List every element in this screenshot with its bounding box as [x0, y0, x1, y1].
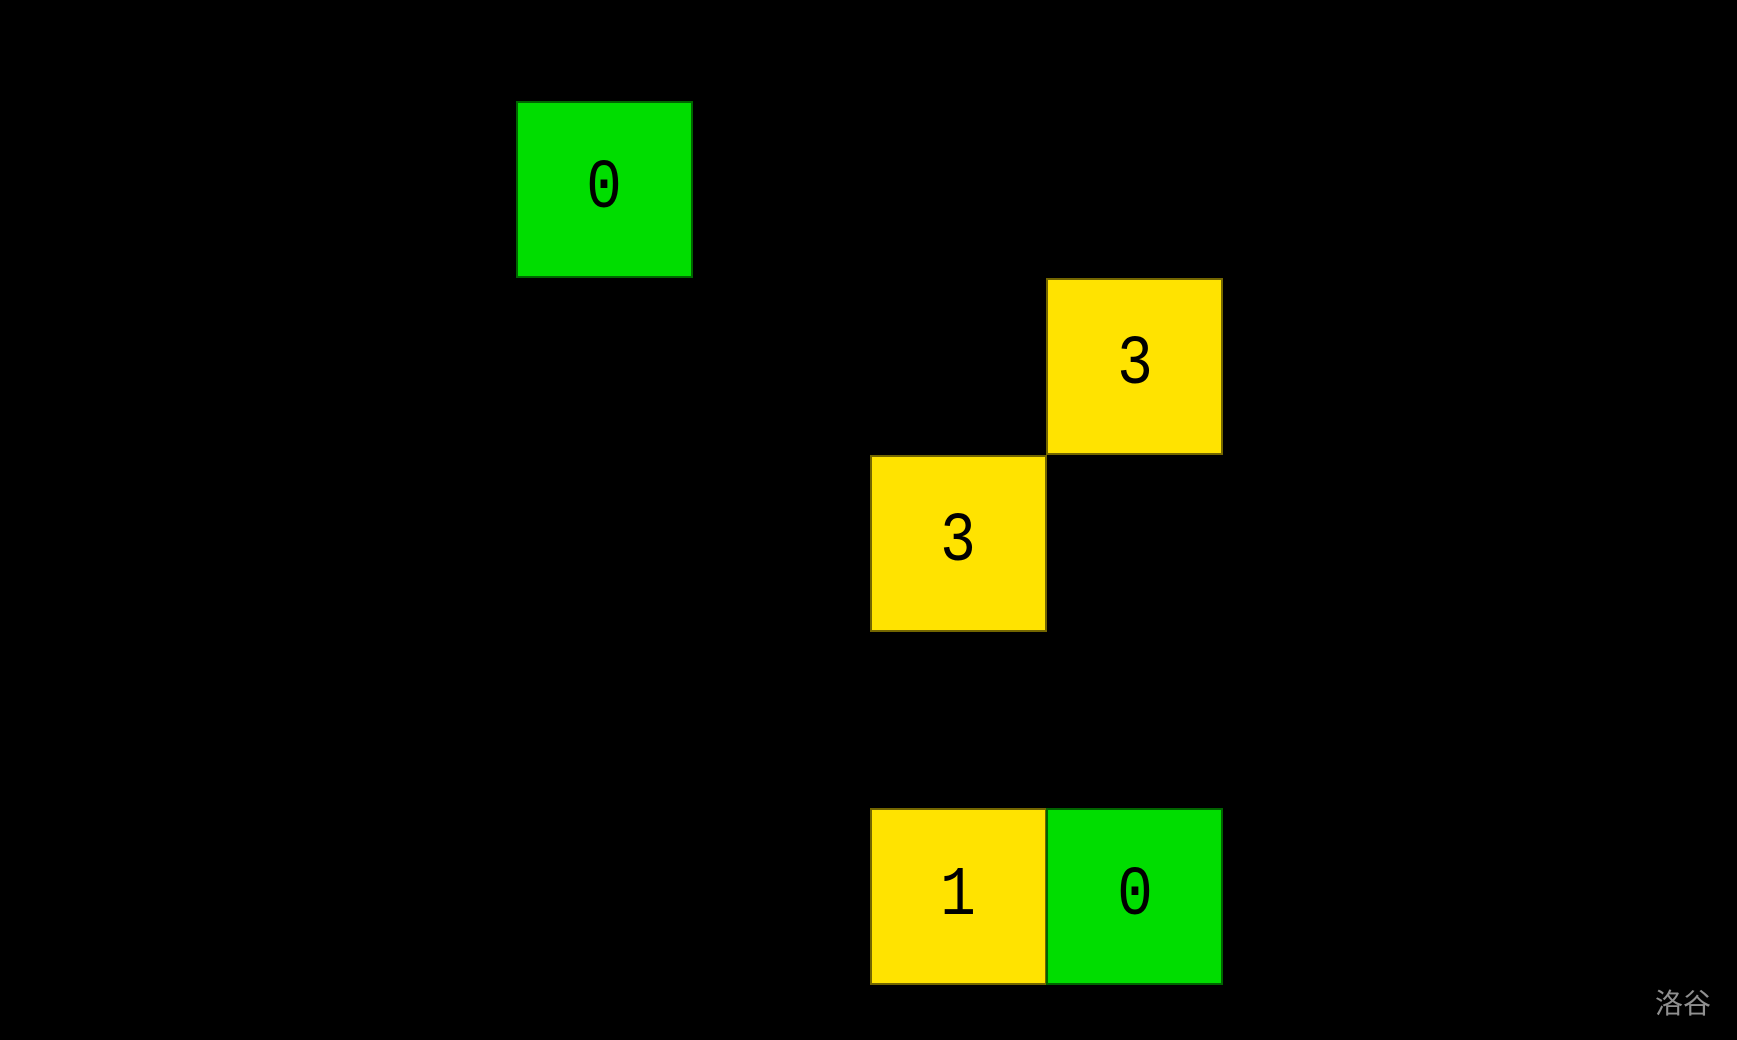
board-cell-yellow-upper[interactable]: 3 — [1046, 277, 1224, 455]
cell-value: 0 — [1116, 856, 1153, 936]
cell-value: 3 — [940, 503, 976, 582]
board-cell-yellow-middle[interactable]: 3 — [869, 454, 1047, 632]
board-cell-green-bottom[interactable]: 0 — [1046, 808, 1224, 985]
board-cell-yellow-lower[interactable]: 1 — [869, 808, 1047, 985]
board-cell-green-top[interactable]: 0 — [516, 101, 693, 278]
cell-value: 3 — [1116, 326, 1153, 406]
luogu-watermark: 洛谷 — [1654, 988, 1711, 1019]
cell-value: 0 — [586, 149, 623, 229]
cell-value: 1 — [940, 856, 976, 936]
